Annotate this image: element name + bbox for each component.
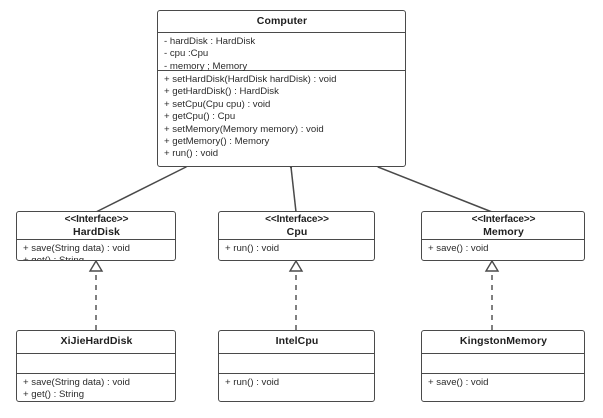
attributes-compartment-computer: - hardDisk : HardDisk - cpu :Cpu - memor…: [158, 32, 405, 72]
class-header-xijie-harddisk: XiJieHardDisk: [17, 331, 175, 353]
operation-row: + getHardDisk() : HardDisk: [164, 86, 279, 98]
interface-box-harddisk[interactable]: <<Interface>> HardDisk + save(String dat…: [16, 211, 176, 261]
operation-row: + save() : void: [428, 377, 489, 388]
operations-compartment-computer: + setHardDisk(HardDisk hardDisk) : void …: [158, 70, 405, 166]
interface-header-memory: <<Interface>> Memory: [422, 212, 584, 239]
operation-row: + run() : void: [164, 148, 219, 160]
operations-compartment-intel-cpu: + run() : void: [219, 373, 374, 392]
class-box-computer[interactable]: Computer - hardDisk : HardDisk - cpu :Cp…: [157, 10, 406, 167]
class-box-intel-cpu[interactable]: IntelCpu + run() : void: [218, 330, 375, 402]
class-box-xijie-harddisk[interactable]: XiJieHardDisk + save(String data) : void…: [16, 330, 176, 402]
operation-row: + getCpu() : Cpu: [164, 111, 236, 123]
interface-name-harddisk: HardDisk: [73, 226, 120, 238]
operation-row: + save() : void: [428, 243, 489, 254]
attribute-row: - cpu :Cpu: [164, 48, 209, 60]
operation-row: + save(String data) : void: [23, 377, 130, 388]
attribute-row: - memory ; Memory: [164, 60, 248, 72]
operation-row: + get() : String: [23, 255, 85, 261]
operations-compartment-kingston-memory: + save() : void: [422, 373, 584, 392]
interface-box-memory[interactable]: <<Interface>> Memory + save() : void: [421, 211, 585, 261]
attributes-compartment-kingston-memory: [422, 353, 584, 373]
operation-row: + setHardDisk(HardDisk hardDisk) : void: [164, 74, 337, 85]
attributes-compartment-intel-cpu: [219, 353, 374, 373]
operation-row: + setMemory(Memory memory) : void: [164, 123, 324, 135]
class-name-computer: Computer: [256, 15, 308, 27]
stereotype-label: <<Interface>>: [471, 214, 536, 225]
class-name-kingston-memory: KingstonMemory: [459, 335, 548, 347]
class-header-computer: Computer: [158, 11, 405, 32]
interface-name-cpu: Cpu: [286, 226, 308, 238]
interface-header-harddisk: <<Interface>> HardDisk: [17, 212, 175, 239]
operations-compartment-cpu: + run() : void: [219, 239, 374, 258]
operation-row: + setCpu(Cpu cpu) : void: [164, 98, 271, 110]
class-box-kingston-memory[interactable]: KingstonMemory + save() : void: [421, 330, 585, 402]
stereotype-label: <<Interface>>: [64, 214, 129, 225]
operation-row: + run() : void: [225, 243, 280, 254]
operations-compartment-harddisk: + save(String data) : void + get() : Str…: [17, 239, 175, 261]
attributes-compartment-xijie-harddisk: [17, 353, 175, 373]
interface-header-cpu: <<Interface>> Cpu: [219, 212, 374, 239]
attribute-row: - hardDisk : HardDisk: [164, 36, 256, 47]
interface-name-memory: Memory: [483, 226, 524, 238]
operation-row: + run() : void: [225, 377, 280, 388]
class-header-intel-cpu: IntelCpu: [219, 331, 374, 353]
realization-edge-intelcpu-cpu: [288, 259, 304, 330]
interface-box-cpu[interactable]: <<Interface>> Cpu + run() : void: [218, 211, 375, 261]
class-header-kingston-memory: KingstonMemory: [422, 331, 584, 353]
operation-row: + save(String data) : void: [23, 243, 130, 254]
operations-compartment-memory: + save() : void: [422, 239, 584, 258]
operation-row: + getMemory() : Memory: [164, 136, 270, 148]
class-name-xijie-harddisk: XiJieHardDisk: [60, 335, 133, 347]
operations-compartment-xijie-harddisk: + save(String data) : void + get() : Str…: [17, 373, 175, 401]
operation-row: + get() : String: [23, 389, 85, 401]
realization-edge-kingston-memory: [484, 259, 500, 330]
class-name-intel-cpu: IntelCpu: [275, 335, 319, 347]
stereotype-label: <<Interface>>: [265, 214, 329, 225]
realization-edge-xijie-harddisk: [88, 259, 104, 330]
